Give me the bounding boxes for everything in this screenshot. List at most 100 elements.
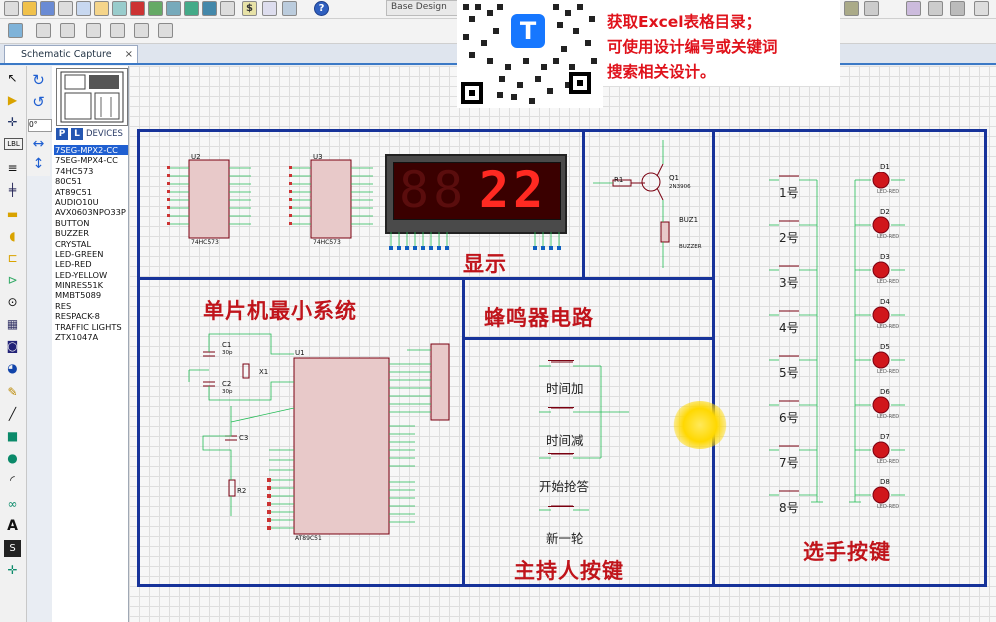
device-list-item[interactable]: LED-GREEN <box>55 248 104 259</box>
device-list-item[interactable]: RESPACK-8 <box>55 311 100 322</box>
device-list-item[interactable]: 7SEG-MPX4-CC <box>55 155 118 166</box>
gerber-icon[interactable] <box>166 1 181 16</box>
new-round-button[interactable] <box>548 506 574 515</box>
notes-icon[interactable] <box>220 1 235 16</box>
new-file-icon[interactable] <box>4 1 19 16</box>
pencil-icon[interactable]: ✎ <box>7 385 18 399</box>
bill-of-materials-icon[interactable]: $ <box>242 1 257 16</box>
player-button[interactable] <box>779 260 801 268</box>
device-list-item[interactable]: MMBT5089 <box>55 290 102 301</box>
pcb-icon[interactable] <box>130 1 145 16</box>
device-list-item[interactable]: LED-YELLOW <box>55 269 108 280</box>
bus-icon[interactable]: ╪ <box>8 183 17 197</box>
port-icon[interactable]: ⊏ <box>7 251 18 265</box>
design-explorer-icon[interactable] <box>184 1 199 16</box>
player-button[interactable] <box>779 350 801 358</box>
player-button[interactable] <box>779 485 801 493</box>
tab-schematic-capture[interactable]: Schematic Capture × <box>4 45 138 63</box>
add-icon[interactable] <box>86 23 101 38</box>
property-icon[interactable] <box>974 1 989 16</box>
junction-icon[interactable]: ✛ <box>7 115 18 129</box>
wire-label-icon[interactable]: LBL <box>4 138 23 150</box>
save-icon[interactable] <box>40 1 55 16</box>
pan-icon[interactable] <box>864 1 879 16</box>
graph-icon[interactable]: ▦ <box>6 317 19 331</box>
home-icon[interactable] <box>94 1 109 16</box>
library-icon[interactable] <box>282 1 297 16</box>
open-folder-icon[interactable] <box>22 1 37 16</box>
device-list-item[interactable]: LED-RED <box>55 259 92 270</box>
player-button[interactable] <box>779 215 801 223</box>
device-list-item[interactable]: ZTX1047A <box>55 332 99 343</box>
text-script-icon[interactable]: ≡ <box>7 161 18 175</box>
device-list-item[interactable]: BUTTON <box>55 217 90 228</box>
delete-icon[interactable] <box>110 23 125 38</box>
select-arrow-icon[interactable]: ↖ <box>7 71 18 85</box>
close-icon[interactable]: × <box>124 49 133 60</box>
device-list-item[interactable]: AUDIO10U <box>55 196 99 207</box>
c2-label: C2 <box>222 380 232 388</box>
path-icon[interactable]: ∞ <box>7 497 18 511</box>
mirror-vertical-icon[interactable]: ↕ <box>32 156 45 172</box>
recorder-icon[interactable]: ◙ <box>6 339 19 353</box>
overview-preview[interactable] <box>56 68 128 126</box>
rotate-ccw-icon[interactable]: ↺ <box>32 93 45 111</box>
instrument-icon[interactable]: ◕ <box>7 361 18 375</box>
circle-icon[interactable]: ● <box>7 451 18 465</box>
device-list-item[interactable]: MINRES51K <box>55 280 104 291</box>
probe-icon[interactable]: ⊙ <box>7 295 18 309</box>
schematic-icon[interactable] <box>112 1 127 16</box>
library-manager-button[interactable]: L <box>71 128 83 140</box>
device-list-item[interactable]: CRYSTAL <box>55 238 92 249</box>
mcu-title: 单片机最小系统 <box>203 299 357 323</box>
bom-icon[interactable] <box>202 1 217 16</box>
device-list-item[interactable]: BUZZER <box>55 228 89 239</box>
line-icon[interactable]: ╱ <box>8 407 17 421</box>
rotation-angle-field[interactable]: 0° <box>28 119 52 132</box>
led-label: D7 <box>880 433 890 441</box>
time-plus-button[interactable] <box>548 360 574 369</box>
cut-icon[interactable] <box>36 23 51 38</box>
design-dropdown[interactable]: Base Design <box>386 0 462 16</box>
player-button[interactable] <box>779 305 801 313</box>
pick-device-button[interactable]: P <box>56 128 68 140</box>
symbol-icon[interactable]: S <box>4 540 21 557</box>
rotate-cw-icon[interactable]: ↻ <box>32 71 45 89</box>
c1-label: C1 <box>222 341 232 349</box>
player-button[interactable] <box>779 440 801 448</box>
import-icon[interactable] <box>76 1 91 16</box>
schematic-mode-icon[interactable] <box>8 23 23 38</box>
device-list-item[interactable]: TRAFFIC LIGHTS <box>55 321 122 332</box>
start-answer-button[interactable] <box>548 453 574 462</box>
box-icon[interactable]: ■ <box>6 429 19 443</box>
device-list-item[interactable]: AT89C51 <box>55 186 93 197</box>
tools-icon[interactable] <box>60 23 75 38</box>
schematic-canvas[interactable]: 显示 单片机最小系统 蜂鸣器电路 主持人按键 选手按键 U2 U3 74HC57… <box>129 66 996 622</box>
device-list-item[interactable]: AVX0603NPO33P <box>55 207 126 218</box>
device-list-item[interactable]: RES <box>55 300 72 311</box>
close-project-icon[interactable] <box>58 1 73 16</box>
zoom-icon[interactable] <box>844 1 859 16</box>
time-minus-button[interactable] <box>548 407 574 416</box>
source-code-icon[interactable] <box>262 1 277 16</box>
device-list-item[interactable]: 74HC573 <box>55 165 94 176</box>
device-list-item[interactable]: 80C51 <box>55 176 82 187</box>
text-icon[interactable]: A <box>7 518 18 534</box>
mirror-horizontal-icon[interactable]: ↔ <box>32 136 45 152</box>
split-icon[interactable] <box>134 23 149 38</box>
component-mode-icon[interactable]: ▶ <box>7 93 18 107</box>
device-list-item[interactable]: 7SEG-MPX2-CC <box>54 145 128 156</box>
3d-icon[interactable] <box>148 1 163 16</box>
wire-icon[interactable] <box>950 1 965 16</box>
tile-icon[interactable] <box>158 23 173 38</box>
subcircuit-icon[interactable]: ▬ <box>6 207 19 221</box>
search-icon[interactable] <box>906 1 921 16</box>
terminal-icon[interactable]: ◖ <box>9 229 16 243</box>
player-button[interactable] <box>779 170 801 178</box>
marker-icon[interactable]: ✛ <box>7 563 18 577</box>
help-icon[interactable]: ? <box>314 1 329 16</box>
generator-icon[interactable]: ⊳ <box>7 273 18 287</box>
tag-icon[interactable] <box>928 1 943 16</box>
arc-icon[interactable]: ◜ <box>10 473 15 487</box>
player-button[interactable] <box>779 395 801 403</box>
